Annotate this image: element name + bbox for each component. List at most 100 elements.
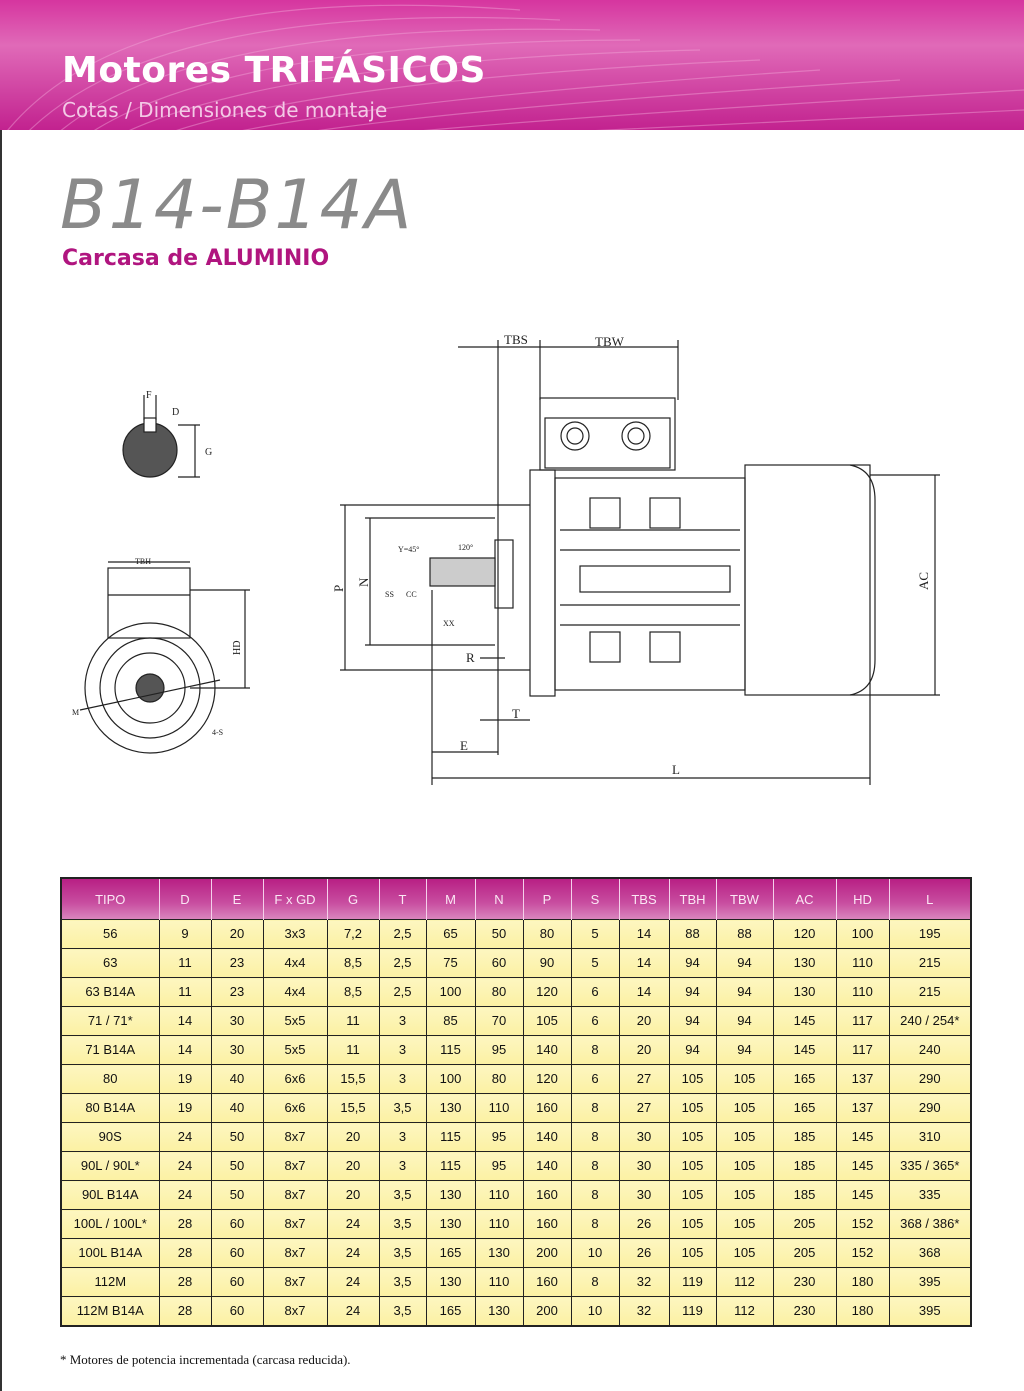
table-cell: 105 [715,1180,774,1210]
table-cell: 75 [425,948,476,978]
table-cell: 23 [210,948,264,978]
table-cell: 80 B14A [60,1093,160,1123]
label-D: D [172,407,179,418]
table-cell: 28 [158,1209,212,1239]
table-cell: 165 [425,1238,476,1268]
table-cell: 8 [570,1093,620,1123]
table-cell: 115 [425,1151,476,1181]
table-cell: 335 / 365* [888,1151,972,1181]
table-cell: 90L B14A [60,1180,160,1210]
table-cell: 15,5 [326,1093,380,1123]
table-cell: 94 [668,948,717,978]
table-cell: 130 [474,1238,524,1268]
table-cell: 23 [210,977,264,1007]
table-cell: 88 [715,919,774,949]
table-cell: 71 B14A [60,1035,160,1065]
column-header: TIPO [60,877,160,920]
table-cell: 10 [570,1238,620,1268]
table-cell: 8 [570,1209,620,1239]
table-cell: 205 [772,1209,837,1239]
table-cell: 7,2 [326,919,380,949]
table-cell: 200 [522,1238,572,1268]
table-cell: 4x4 [262,977,328,1007]
table-cell: 95 [474,1035,524,1065]
table-cell: 8,5 [326,948,380,978]
table-cell: 119 [668,1267,717,1297]
table-cell: 8x7 [262,1209,328,1239]
table-cell: 94 [668,1035,717,1065]
table-cell: 112M B14A [60,1296,160,1327]
table-cell: 205 [772,1238,837,1268]
table-cell: 130 [772,977,837,1007]
table-cell: 112 [715,1296,774,1327]
shaft-section-view [122,395,200,478]
table-cell: 110 [474,1093,524,1123]
table-cell: 28 [158,1267,212,1297]
column-header: D [158,877,212,920]
table-cell: 145 [835,1122,890,1152]
label-L: L [672,762,680,777]
table-cell: 368 / 386* [888,1209,972,1239]
table-cell: 140 [522,1122,572,1152]
table-cell: 94 [668,977,717,1007]
table-cell: 8x7 [262,1267,328,1297]
table-cell: 6 [570,1006,620,1036]
table-cell: 110 [835,948,890,978]
table-cell: 32 [618,1296,670,1327]
table-cell: 28 [158,1296,212,1327]
label-CC: CC [406,590,417,599]
housing-subtitle: Carcasa de ALUMINIO [62,246,330,271]
column-header: M [425,877,476,920]
table-cell: 15,5 [326,1064,380,1094]
table-cell: 230 [772,1267,837,1297]
table-cell: 5 [570,919,620,949]
table-cell: 8 [570,1180,620,1210]
banner-swirl-decoration [7,4,1024,130]
table-cell: 105 [715,1122,774,1152]
table-cell: 90S [60,1122,160,1152]
table-cell: 110 [474,1267,524,1297]
table-cell: 3,5 [378,1209,427,1239]
table-cell: 65 [425,919,476,949]
column-header: E [210,877,264,920]
table-cell: 95 [474,1151,524,1181]
table-cell: 60 [474,948,524,978]
table-cell: 14 [158,1035,212,1065]
table-cell: 110 [474,1209,524,1239]
table-cell: 30 [210,1035,264,1065]
table-cell: 115 [425,1035,476,1065]
table-cell: 90 [522,948,572,978]
table-cell: 26 [618,1209,670,1239]
table-cell: 145 [772,1006,837,1036]
table-cell: 290 [888,1064,972,1094]
label-angle: 120° [458,543,473,552]
table-cell: 120 [772,919,837,949]
table-cell: 160 [522,1180,572,1210]
table-cell: 105 [668,1151,717,1181]
table-cell: 3 [378,1064,427,1094]
table-cell: 8x7 [262,1180,328,1210]
table-cell: 50 [210,1180,264,1210]
table-cell: 6x6 [262,1093,328,1123]
table-cell: 24 [158,1180,212,1210]
table-cell: 60 [210,1296,264,1327]
motor-side-view [340,340,940,785]
table-cell: 105 [715,1064,774,1094]
table-cell: 215 [888,977,972,1007]
table-cell: 105 [715,1209,774,1239]
table-cell: 60 [210,1238,264,1268]
page-left-border [0,130,2,1391]
table-cell: 2,5 [378,919,427,949]
table-cell: 105 [668,1064,717,1094]
table-cell: 20 [210,919,264,949]
column-header: T [378,877,427,920]
table-cell: 5 [570,948,620,978]
table-cell: 71 / 71* [60,1006,160,1036]
